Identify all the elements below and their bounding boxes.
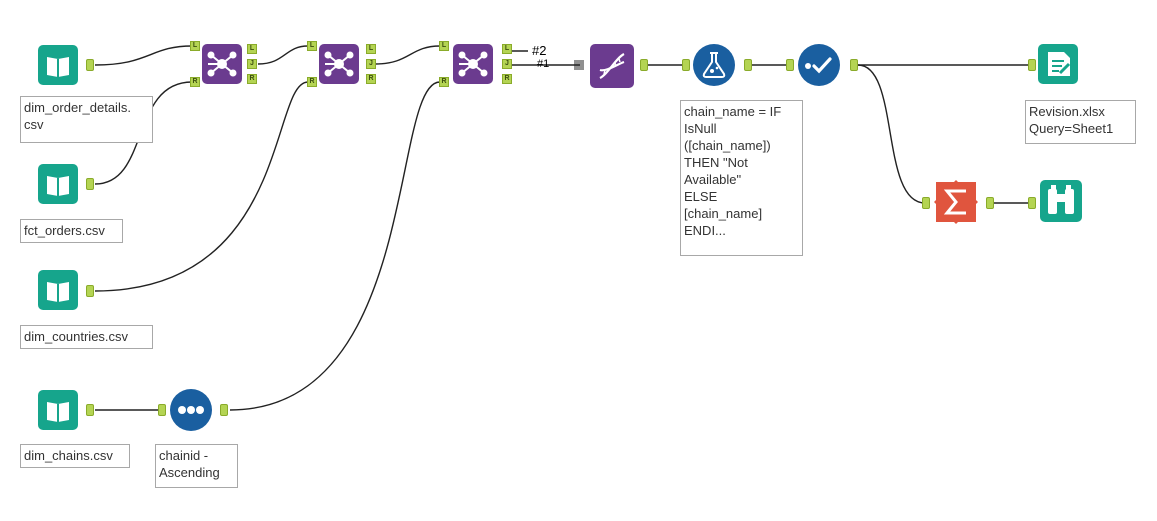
output-anchor[interactable] xyxy=(86,285,94,297)
input-anchor[interactable] xyxy=(682,59,690,71)
input-anchor[interactable] xyxy=(158,404,166,416)
wire-join1-join2 xyxy=(257,45,309,65)
wire-label-1: #1 xyxy=(537,58,550,70)
join-icon xyxy=(319,44,359,84)
binoculars-icon xyxy=(1040,180,1082,222)
join-join-output[interactable]: J xyxy=(366,59,376,69)
output-anchor[interactable] xyxy=(86,404,94,416)
formula-tool[interactable] xyxy=(693,44,735,86)
join-right-input[interactable]: R xyxy=(190,77,200,87)
book-icon xyxy=(38,45,78,85)
wire-sort-join3 xyxy=(229,81,441,411)
output-anchor[interactable] xyxy=(850,59,858,71)
input-tool-dim-order-details[interactable] xyxy=(38,45,78,85)
wire-order-details-join1 xyxy=(94,45,193,66)
transform-tool[interactable] xyxy=(590,44,634,88)
document-icon xyxy=(1038,44,1078,84)
input-tool-dim-chains[interactable] xyxy=(38,390,78,430)
output-anchor[interactable] xyxy=(86,178,94,190)
join-left-output[interactable]: L xyxy=(502,44,512,54)
wire-join2-join3 xyxy=(374,45,441,65)
tool-annotation: chain_name = IF IsNull ([chain_name]) TH… xyxy=(680,100,803,256)
input-anchor[interactable] xyxy=(922,197,930,209)
dna-icon xyxy=(590,44,634,88)
join-tool-2[interactable] xyxy=(319,44,359,84)
join-left-input[interactable]: L xyxy=(190,41,200,51)
tool-annotation: Revision.xlsx Query=Sheet1 xyxy=(1025,100,1136,144)
book-icon xyxy=(38,270,78,310)
join-left-input[interactable]: L xyxy=(307,41,317,51)
input-tool-dim-countries[interactable] xyxy=(38,270,78,310)
select-tool[interactable] xyxy=(798,44,840,86)
join-left-output[interactable]: L xyxy=(247,44,257,54)
join-tool-1[interactable] xyxy=(202,44,242,84)
tool-annotation: fct_orders.csv xyxy=(20,219,123,243)
output-tool[interactable] xyxy=(1038,44,1078,84)
join-left-output[interactable]: L xyxy=(366,44,376,54)
input-anchor[interactable] xyxy=(786,59,794,71)
checkmark-icon xyxy=(798,44,840,86)
join-join-output[interactable]: J xyxy=(502,59,512,69)
join-right-output[interactable]: R xyxy=(247,74,257,84)
browse-tool[interactable] xyxy=(1040,180,1082,222)
input-anchor[interactable] xyxy=(1028,197,1036,209)
book-icon xyxy=(38,164,78,204)
join-icon xyxy=(453,44,493,84)
output-anchor[interactable] xyxy=(986,197,994,209)
input-tool-fct-orders[interactable] xyxy=(38,164,78,204)
join-left-input[interactable]: L xyxy=(439,41,449,51)
tool-annotation: dim_order_details. csv xyxy=(20,96,153,143)
output-anchor[interactable] xyxy=(220,404,228,416)
output-anchor[interactable] xyxy=(744,59,752,71)
tool-annotation: dim_countries.csv xyxy=(20,325,153,349)
join-tool-3[interactable] xyxy=(453,44,493,84)
flask-icon xyxy=(693,44,735,86)
sort-tool[interactable] xyxy=(170,389,212,431)
wire-select-summarize xyxy=(857,64,926,204)
wire-countries-join2 xyxy=(94,81,309,292)
book-icon xyxy=(38,390,78,430)
sigma-icon xyxy=(934,180,978,224)
input-anchor[interactable] xyxy=(1028,59,1036,71)
tool-annotation: chainid - Ascending xyxy=(155,444,238,488)
join-right-input[interactable]: R xyxy=(439,77,449,87)
output-anchor[interactable] xyxy=(86,59,94,71)
sort-icon xyxy=(170,389,212,431)
join-right-output[interactable]: R xyxy=(502,74,512,84)
join-right-input[interactable]: R xyxy=(307,77,317,87)
output-anchor[interactable] xyxy=(640,59,648,71)
join-right-output[interactable]: R xyxy=(366,74,376,84)
tool-annotation: dim_chains.csv xyxy=(20,444,130,468)
join-join-output[interactable]: J xyxy=(247,59,257,69)
wire-label-2: #2 xyxy=(532,43,547,58)
join-icon xyxy=(202,44,242,84)
summarize-tool[interactable] xyxy=(934,180,978,224)
